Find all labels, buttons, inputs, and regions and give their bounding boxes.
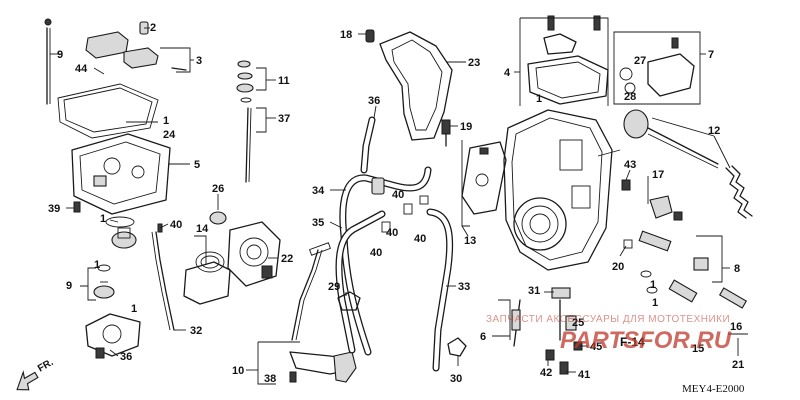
callout-36-center: 36 xyxy=(368,95,380,107)
watermark: ЗАПЧАСТИ АКСЕССУАРЫ ДЛЯ МОТОТЕХНИКИ PART… xyxy=(486,314,732,354)
callout-34: 34 xyxy=(312,185,325,197)
part-32-tube xyxy=(155,231,175,331)
callout-27: 27 xyxy=(634,55,646,67)
front-direction-indicator: FR. xyxy=(16,357,56,391)
callout-21: 21 xyxy=(732,359,744,371)
callout-1-needle: 1 xyxy=(94,259,100,271)
part-30-clamp xyxy=(447,337,467,357)
part-15-valve xyxy=(668,279,698,303)
part-8-fitting xyxy=(638,230,672,252)
callout-2: 2 xyxy=(150,22,156,34)
callout-17: 17 xyxy=(652,169,664,181)
float-chamber-group xyxy=(44,18,187,359)
part-2-cover xyxy=(85,31,129,59)
callout-8: 8 xyxy=(734,263,740,275)
callout-20: 20 xyxy=(612,261,624,273)
callout-11: 11 xyxy=(278,75,290,87)
part-26-seal xyxy=(209,211,227,225)
callout-1-pump: 1 xyxy=(131,303,137,315)
jet-needle-group xyxy=(183,60,357,383)
carburetor-body xyxy=(503,109,613,271)
watermark-brand: PARTSFOR.RU xyxy=(560,327,732,354)
hoses-group xyxy=(335,29,467,372)
leaders xyxy=(50,17,748,385)
part-1-gasket xyxy=(57,83,159,139)
part-37-needle xyxy=(245,107,249,183)
callout-33: 33 xyxy=(458,281,470,293)
callout-22: 22 xyxy=(281,253,293,265)
callout-35: 35 xyxy=(312,217,324,229)
callout-32: 32 xyxy=(190,325,202,337)
part-29-clamp xyxy=(337,291,361,311)
part-16-fitting xyxy=(718,287,748,309)
part-23-plate xyxy=(379,31,453,141)
callout-16: 16 xyxy=(730,321,742,333)
callout-41: 41 xyxy=(578,369,590,381)
callout-10: 10 xyxy=(232,365,244,377)
callout-14: 14 xyxy=(196,223,209,235)
callout-1-fuel: 1 xyxy=(650,279,656,291)
front-arrow-icon xyxy=(16,370,39,391)
part-3-cap xyxy=(123,47,159,69)
part-14-diaphragm xyxy=(183,261,231,305)
part-34-hose xyxy=(339,166,432,356)
callout-40-d: 40 xyxy=(370,247,382,259)
callout-13: 13 xyxy=(464,235,476,247)
callout-18: 18 xyxy=(340,29,352,41)
callout-1-gasket: 1 xyxy=(163,115,169,127)
callout-42: 42 xyxy=(540,367,552,379)
callout-40-a: 40 xyxy=(392,189,404,201)
callout-37: 37 xyxy=(278,113,290,125)
diagram-code: MEY4-E2000 xyxy=(682,383,745,395)
watermark-line: ЗАПЧАСТИ АКСЕССУАРЫ ДЛЯ МОТОТЕХНИКИ xyxy=(486,314,730,325)
part-5-float-bowl xyxy=(71,133,171,215)
callout-6: 6 xyxy=(480,331,486,343)
callout-45: 45 xyxy=(590,341,602,353)
callout-1-seal: 1 xyxy=(100,213,106,225)
callout-38: 38 xyxy=(264,373,276,385)
callout-36-left: 36 xyxy=(120,351,132,363)
direction-label: FR. xyxy=(36,357,56,375)
callout-3: 3 xyxy=(196,55,202,67)
callout-12: 12 xyxy=(708,125,720,137)
callout-1-top: 1 xyxy=(536,93,542,105)
part-4-top-cap xyxy=(527,55,609,105)
part-22-cover xyxy=(227,221,281,287)
callout-30: 30 xyxy=(450,373,462,385)
callout-numbers: 9 44 2 3 1 24 5 39 1 40 1 9 1 32 36 11 3… xyxy=(48,22,744,385)
carburetor-body-group xyxy=(461,15,753,375)
callout-25: 25 xyxy=(572,317,584,329)
callout-7: 7 xyxy=(708,49,714,61)
callout-43: 43 xyxy=(624,159,636,171)
callout-40-left: 40 xyxy=(170,219,182,231)
callout-15: 15 xyxy=(692,343,704,355)
callout-26: 26 xyxy=(212,183,224,195)
callout-39: 39 xyxy=(48,203,60,215)
part-17-sensor xyxy=(649,195,673,219)
part-7-lever xyxy=(647,53,695,97)
callout-4: 4 xyxy=(504,67,511,79)
callout-9-lower: 9 xyxy=(66,280,72,292)
callout-19: 19 xyxy=(460,121,472,133)
callout-5: 5 xyxy=(194,159,200,171)
part-12-spring xyxy=(725,165,753,219)
callout-31: 31 xyxy=(528,285,540,297)
callout-44: 44 xyxy=(75,63,88,75)
callout-40-b: 40 xyxy=(386,227,398,239)
part-12-drum xyxy=(623,109,649,139)
part-33-hose xyxy=(426,208,454,372)
callout-40-c: 40 xyxy=(414,233,426,245)
part-36-pump xyxy=(85,313,141,357)
callout-23: 23 xyxy=(468,57,480,69)
reference-label: F-14 xyxy=(620,335,645,349)
callout-9-top: 9 xyxy=(57,49,63,61)
callout-24: 24 xyxy=(163,129,176,141)
callout-28: 28 xyxy=(624,91,636,103)
part-10-rod xyxy=(291,249,319,341)
callout-1-fuel-b: 1 xyxy=(652,297,658,309)
callout-29: 29 xyxy=(328,281,340,293)
